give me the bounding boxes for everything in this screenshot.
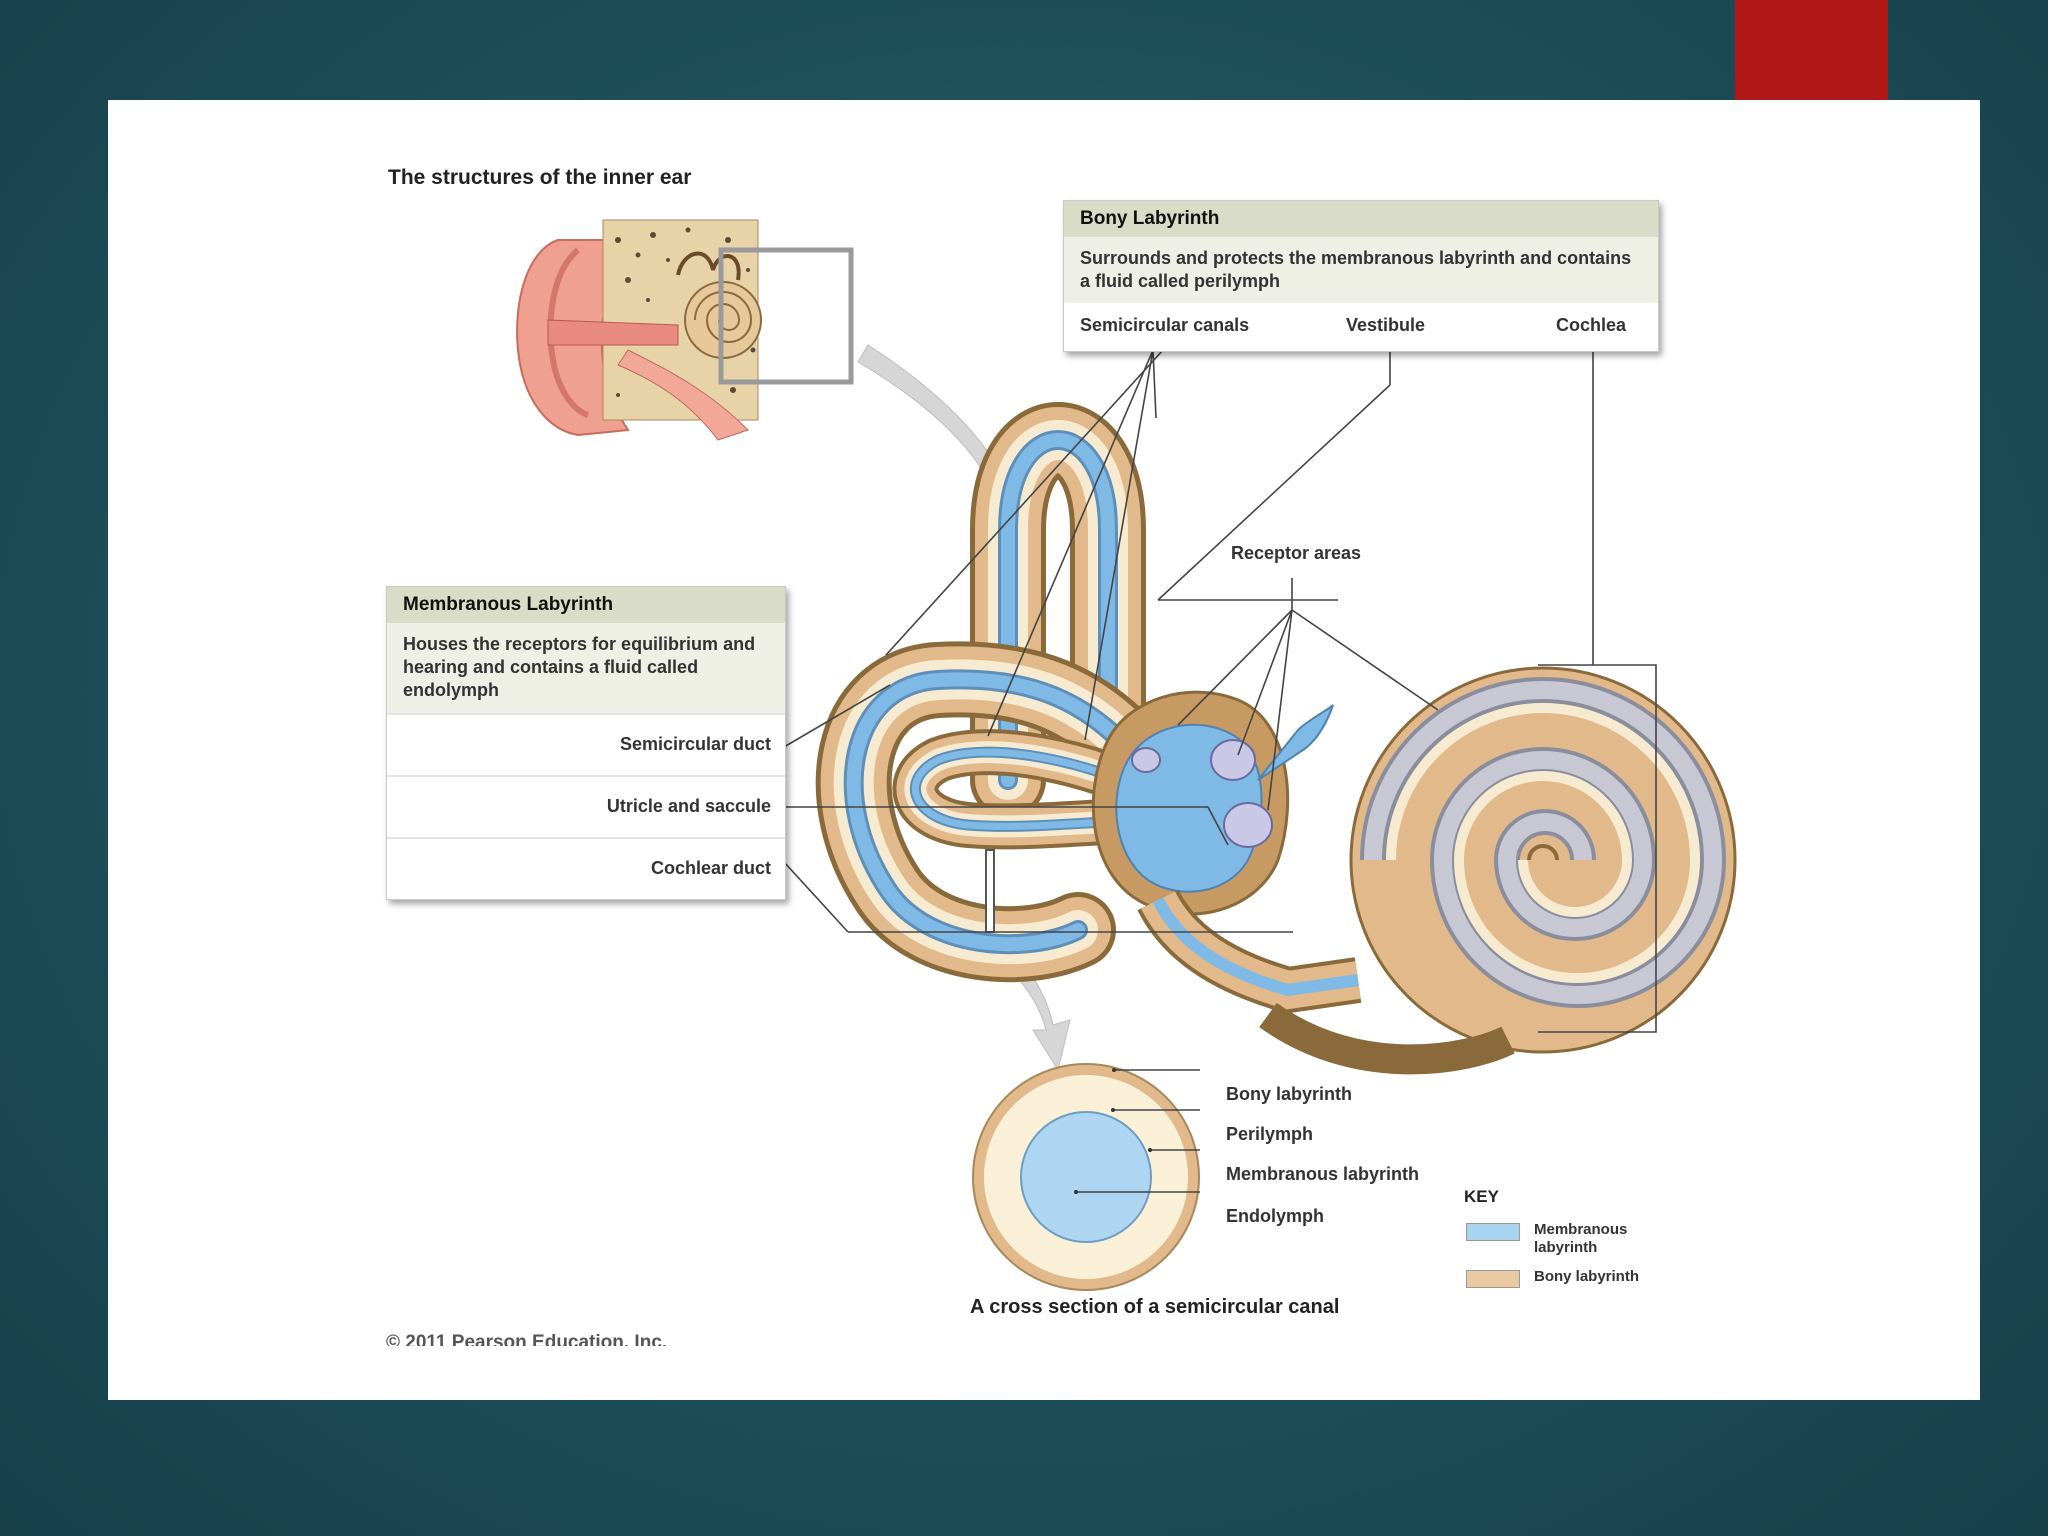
label-cochlea: Cochlea [1556, 315, 1627, 335]
label-cs-membranous-labyrinth: Membranous labyrinth [1226, 1164, 1420, 1184]
leader-lines [783, 349, 1657, 1033]
label-cs-bony-labyrinth: Bony labyrinth [1226, 1084, 1353, 1104]
bony-labyrinth-box: Bony Labyrinth Surrounds and protects th… [1063, 200, 1659, 352]
label-cs-endolymph: Endolymph [1226, 1206, 1324, 1226]
label-cochlear-duct: Cochlear duct [387, 837, 785, 899]
label-vestibule: Vestibule [1346, 315, 1426, 335]
label-receptor-areas: Receptor areas [1230, 543, 1362, 563]
key-item-membranous: Membranous labyrinth [1466, 1221, 1664, 1257]
membranous-labyrinth-description: Houses the receptors for equilibrium and… [387, 623, 785, 713]
bony-labyrinth-description: Surrounds and protects the membranous la… [1064, 237, 1658, 303]
label-semicircular-canals: Semicircular canals [1080, 315, 1250, 335]
cross-section-marker [985, 849, 995, 933]
key-label-membranous: Membranous labyrinth [1534, 1221, 1628, 1256]
copyright-text: © 2011 Pearson Education, Inc. [386, 1332, 668, 1346]
label-semicircular-duct: Semicircular duct [387, 713, 785, 775]
cross-section-diagram [972, 1063, 1200, 1291]
key-title: KEY [1464, 1187, 1499, 1206]
inner-ear-illustration [516, 219, 1737, 1291]
membranous-labyrinth-box: Membranous Labyrinth Houses the receptor… [386, 586, 786, 900]
cochlea [1259, 666, 1737, 1075]
cross-section-caption: A cross section of a semicircular canal [970, 1296, 1340, 1318]
key-label-bony: Bony labyrinth [1534, 1268, 1640, 1285]
slide-panel: The structures of the inner ear Bony Lab… [108, 100, 1980, 1400]
swatch-bony [1466, 1270, 1520, 1288]
bony-labyrinth-title: Bony Labyrinth [1064, 201, 1658, 237]
figure-title: The structures of the inner ear [388, 166, 692, 189]
swatch-membranous [1466, 1223, 1520, 1241]
key-item-bony: Bony labyrinth [1466, 1268, 1639, 1288]
membranous-labyrinth-title: Membranous Labyrinth [387, 587, 785, 623]
semicircular-canals [815, 402, 1191, 983]
bony-labyrinth-parts: Semicircular canals Vestibule Cochlea [1064, 303, 1658, 349]
label-cs-perilymph: Perilymph [1226, 1124, 1314, 1144]
label-utricle-and-saccule: Utricle and saccule [387, 775, 785, 837]
vestibule [1091, 690, 1362, 1014]
outer-ear-thumbnail [516, 219, 854, 441]
red-accent-bar [1735, 0, 1888, 100]
